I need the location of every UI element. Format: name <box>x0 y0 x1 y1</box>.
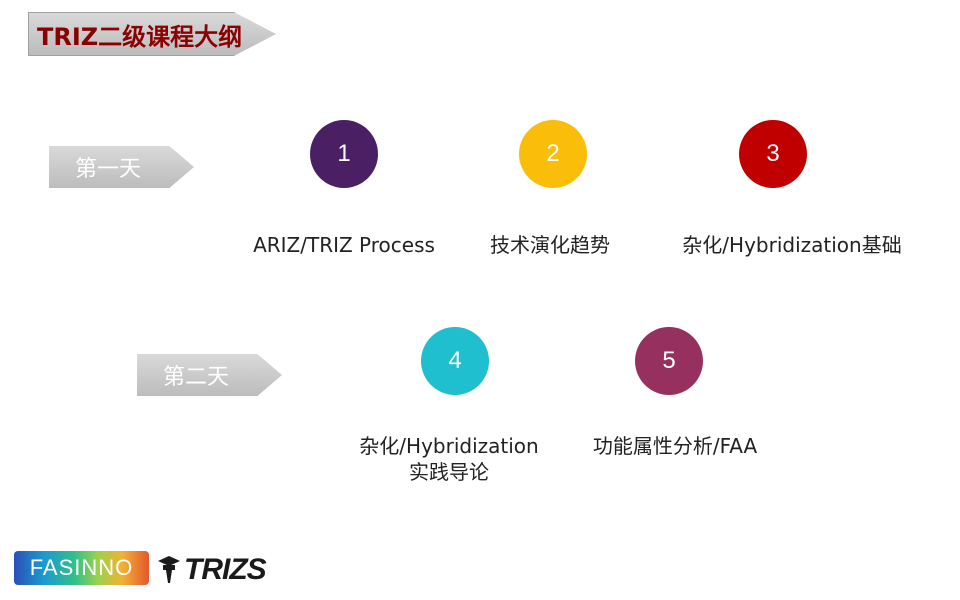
day-two-label: 第二天 <box>162 365 229 390</box>
course-number-2: 2 <box>519 120 587 188</box>
course-number-1: 1 <box>310 120 378 188</box>
trizs-logo-text: TRIZS <box>184 553 267 586</box>
course-label-1: ARIZ/TRIZ Process <box>214 232 474 258</box>
course-label-3-line-1: 杂化/Hybridization基础 <box>682 233 902 257</box>
course-label-4-line-1: 杂化/Hybridization <box>359 434 539 458</box>
course-number-4: 4 <box>421 327 489 395</box>
course-label-4-line-2: 实践导论 <box>409 460 489 484</box>
course-label-5-line-1: 功能属性分析/FAA <box>592 434 758 458</box>
course-label-5: 功能属性分析/FAA <box>545 433 805 459</box>
day-one-tag: 第一天 <box>49 146 194 188</box>
course-label-2: 技术演化趋势 <box>420 232 680 258</box>
course-number-3: 3 <box>739 120 807 188</box>
course-title-tag: TRIZ二级课程大纲 <box>28 12 276 56</box>
course-label-1-line-1: ARIZ/TRIZ Process <box>253 233 435 257</box>
page-title: TRIZ二级课程大纲 <box>37 22 243 51</box>
course-label-2-line-1: 技术演化趋势 <box>490 233 610 257</box>
trizs-logo: TRIZS <box>158 553 267 587</box>
course-label-3: 杂化/Hybridization基础 <box>662 232 922 258</box>
course-label-4: 杂化/Hybridization 实践导论 <box>319 433 579 485</box>
fasinno-logo: FASINNO <box>14 551 149 585</box>
day-one-label: 第一天 <box>74 157 141 182</box>
graduation-cap-icon <box>158 556 180 583</box>
course-number-5: 5 <box>635 327 703 395</box>
fasinno-logo-text: FASINNO <box>29 555 134 580</box>
day-two-tag: 第二天 <box>137 354 282 396</box>
